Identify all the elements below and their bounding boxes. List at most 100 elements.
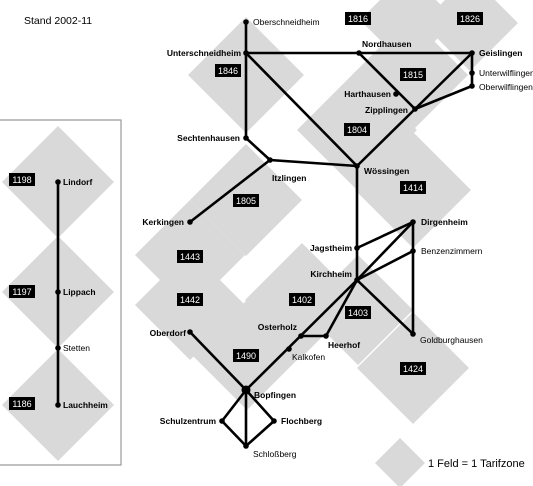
stop-flochberg	[271, 418, 277, 424]
label-oberschneidheim: Oberschneidheim	[253, 17, 320, 27]
label-oberdorf: Oberdorf	[150, 328, 187, 338]
route-line	[355, 278, 415, 336]
label-kalkofen: Kalkofen	[292, 352, 325, 362]
label-nordhausen: Nordhausen	[362, 39, 412, 49]
stop-unterschneidheim	[243, 50, 249, 56]
zone-number: 1402	[292, 295, 312, 305]
zone-badge	[345, 306, 371, 319]
zone-badge	[177, 250, 203, 263]
route-line	[355, 107, 417, 168]
stop-nordhausen	[356, 50, 362, 56]
zone-number: 1846	[218, 66, 238, 76]
legend-text: 1 Feld = 1 Tarifzone	[428, 458, 525, 470]
label-kirchheim: Kirchheim	[310, 269, 352, 279]
label-kerkingen: Kerkingen	[142, 217, 184, 227]
label-harthausen: Harthausen	[344, 89, 391, 99]
label-lauchheim: Lauchheim	[63, 400, 108, 410]
zone-field	[422, 0, 518, 71]
stop-goldburghausen	[410, 331, 416, 337]
label-heerhof: Heerhof	[328, 340, 360, 350]
zone-number: 1815	[403, 70, 423, 80]
stop-stetten	[55, 345, 61, 351]
stop-itzlingen	[267, 157, 273, 163]
label-dirgenheim: Dirgenheim	[421, 217, 468, 227]
zone-badge	[177, 293, 203, 306]
label-oberwilflingen: Oberwilflingen	[479, 82, 533, 92]
route-line	[355, 249, 415, 282]
label-benzenzimmern: Benzenzimmern	[421, 246, 483, 256]
stop-kalkofen	[286, 346, 292, 352]
route-line	[244, 51, 359, 168]
label-schulzentrum: Schulzentrum	[160, 416, 217, 426]
zone-badge	[400, 181, 426, 194]
route-line	[355, 220, 415, 250]
zone-number: 1197	[12, 287, 31, 297]
label-lippach: Lippach	[63, 287, 96, 297]
zone-number: 1442	[180, 295, 200, 305]
zone-badge	[289, 293, 315, 306]
label-jagstheim: Jagstheim	[310, 243, 352, 253]
label-bopfingen: Bopfingen	[254, 390, 296, 400]
zone-number: 1198	[12, 175, 31, 185]
label-sechtenhausen: Sechtenhausen	[177, 133, 240, 143]
zone-badge	[400, 68, 426, 81]
stop-schulzentrum	[219, 418, 225, 424]
label-flochberg: Flochberg	[281, 416, 322, 426]
zone-number: 1424	[403, 364, 423, 374]
zone-badge	[345, 12, 371, 25]
zone-badge	[233, 349, 259, 362]
zone-number: 1443	[180, 252, 200, 262]
zone-badge	[9, 173, 35, 186]
zone-badge	[9, 285, 35, 298]
zone-number: 1414	[403, 183, 423, 193]
stop-bopfingen	[241, 385, 251, 395]
stop-woessingen	[354, 163, 360, 169]
map-title: Stand 2002-11	[24, 15, 92, 27]
zone-number: 1804	[347, 125, 367, 135]
label-goldburghausen: Goldburghausen	[420, 335, 483, 345]
route-line	[188, 158, 272, 224]
zone-number: 1186	[12, 399, 31, 409]
label-osterholz: Osterholz	[258, 322, 297, 332]
stop-dirgenheim	[410, 219, 416, 225]
route-line	[188, 330, 248, 392]
station-labels: Oberschneidheim Unterschneidheim Nordhau…	[63, 17, 533, 459]
label-zipplingen: Zipplingen	[365, 105, 408, 115]
legend: 1 Feld = 1 Tarifzone	[375, 438, 525, 486]
zone-number: 1403	[348, 308, 368, 318]
label-geislingen: Geislingen	[479, 48, 522, 58]
zone-badge	[9, 397, 35, 410]
stop-osterholz	[298, 333, 304, 339]
zone-number: 1816	[348, 14, 368, 24]
zone-badge	[344, 123, 370, 136]
zone-badge	[215, 64, 241, 77]
label-lindorf: Lindorf	[63, 177, 92, 187]
stop-unterwilflingen	[469, 70, 475, 76]
label-itzlingen: Itzlingen	[272, 173, 306, 183]
zone-number: 1826	[460, 14, 480, 24]
label-unterwilflingen: Unterwilflingen	[479, 68, 533, 78]
zone-number: 1490	[236, 351, 256, 361]
stops	[55, 19, 475, 449]
zone-number: 1805	[236, 196, 256, 206]
zone-badge	[457, 12, 483, 25]
zone-badge	[400, 362, 426, 375]
stop-zipplingen	[412, 106, 418, 112]
label-stetten: Stetten	[63, 343, 90, 353]
legend-zone-symbol	[375, 438, 425, 486]
zone-numbers: 1816 1826 1846 1815 1804 1414 1805 1443 …	[9, 12, 483, 410]
stop-oberschneidheim	[243, 19, 249, 25]
zone-badge	[233, 194, 259, 207]
stop-schlossberg	[243, 443, 249, 449]
stop-lauchheim	[55, 402, 61, 408]
stop-lindorf	[55, 179, 61, 185]
stop-geislingen	[469, 50, 475, 56]
stop-oberdorf	[187, 329, 193, 335]
stop-kirchheim	[354, 277, 360, 283]
stop-kerkingen	[187, 219, 193, 225]
stop-benzenzimmern	[410, 248, 416, 254]
route-line	[355, 220, 415, 282]
route-line	[413, 51, 474, 111]
stop-harthausen	[393, 91, 399, 97]
